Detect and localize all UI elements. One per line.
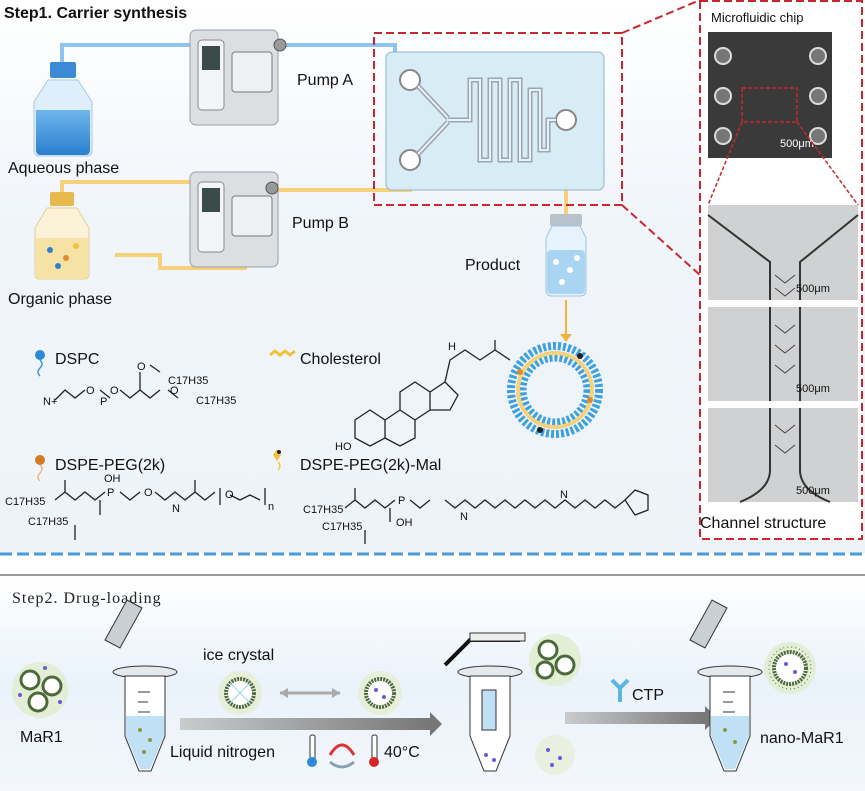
tube-1 [104,599,178,772]
arrow-head [560,334,572,342]
aqueous-tube [60,43,190,70]
filtered-liposomes [529,634,581,686]
microfluidic-chip [385,51,605,191]
atom-label: O [137,361,146,373]
chip-scale-bar: 500μm [780,138,814,150]
antibody-icon [610,678,630,702]
zoom-connector-line [796,121,859,206]
ice-crystal-label: ice crystal [203,647,274,664]
dspe-peg-mal-label: DSPE-PEG(2k)-Mal [300,457,441,474]
dspe-peg-label: DSPE-PEG(2k) [55,457,165,474]
chip-photo: 500μm [708,32,832,158]
channel-structure-caption: Channel structure [700,515,826,532]
atom-label: O [110,385,119,397]
atom-label: O [86,385,95,397]
pump-a [189,29,287,126]
zoom-connector-line [707,121,743,206]
temperature-label: 40°C [384,744,420,761]
atom-label: C17H35 [196,395,236,407]
atom-label: P [107,487,114,499]
channel-image-2: 500μm [708,307,858,401]
microfluidic-chip-title: Microfluidic chip [711,10,803,25]
liposome [507,342,603,438]
organic-bottle [34,192,90,280]
atom-label: C17H35 [168,375,208,387]
product-vial [545,214,587,297]
scale-label: 500μm [796,283,830,295]
channel-image-3: 500μm [708,408,858,503]
tube-2-centrifuge [443,632,526,772]
cholesterol-icon [269,349,296,357]
scale-label: 500μm [796,485,830,497]
dspe-peg-structure: C17H35 C17H35 P OH O N O n [5,473,274,540]
cold-thermometer-icon [307,734,317,767]
hot-thermometer-icon [369,734,379,767]
pump-a-label: Pump A [297,72,353,89]
nano-mar1-liposome [764,642,816,694]
zoom-connector-line [621,0,701,34]
dspc-label: DSPC [55,351,99,368]
atom-label: H [448,341,456,353]
cholesterol-structure: HO H [335,340,511,453]
arrow-head [430,712,442,736]
chip-highlight-box [373,32,623,206]
pump-b-label: Pump B [292,215,349,232]
dspc-structure: N+ O P O O C17H35 O C17H35 [43,361,236,408]
atom-label: OH [104,473,121,485]
dspe-peg-mal-structure: C17H35 C17H35 P OH N N [303,488,649,544]
atom-label: N [172,503,180,515]
atom-label: OH [396,517,413,529]
cycle-arrows-icon [328,743,356,769]
freeze-thaw-arrow [180,718,430,730]
atom-label: P [100,396,107,408]
free-drug [535,735,575,775]
atom-label: O [225,489,234,501]
atom-label: O [170,385,179,397]
step1-title: Step1. Carrier synthesis [4,5,187,22]
atom-label: N+ [43,396,57,408]
atom-label: n [268,501,274,513]
atom-label: C17H35 [28,516,68,528]
tube-3 [689,599,763,772]
aqueous-bottle [33,62,93,157]
atom-label: HO [335,441,352,453]
scale-label: 500μm [796,383,830,395]
atom-label: C17H35 [303,504,343,516]
atom-label: O [144,487,153,499]
atom-label: P [398,495,405,507]
step2-title: Step2. Drug-loading [12,590,162,607]
atom-label: N [460,511,468,523]
dspe-peg-icon [35,455,45,482]
atom-label: C17H35 [322,521,362,533]
product-label: Product [465,257,521,274]
ctp-arrow [565,712,705,724]
nano-mar1-label: nano-MaR1 [760,730,844,747]
dspc-icon [35,350,45,377]
atom-label: N [560,489,568,501]
ctp-label: CTP [632,687,664,704]
pump-b [189,171,279,268]
aqueous-phase-label: Aqueous phase [8,160,119,177]
atom-label: C17H35 [5,496,45,508]
cholesterol-label: Cholesterol [300,351,381,368]
channel-image-1: 500μm [707,205,859,300]
ice-crystal-liposome [218,671,262,715]
liquid-nitrogen-label: Liquid nitrogen [170,744,275,761]
dspe-peg-mal-icon [273,449,281,471]
organic-phase-label: Organic phase [8,291,112,308]
loaded-liposome [358,671,402,715]
mar1-label: MaR1 [20,729,63,746]
mar1-liposomes [12,662,68,718]
zoom-connector-line [621,204,701,276]
